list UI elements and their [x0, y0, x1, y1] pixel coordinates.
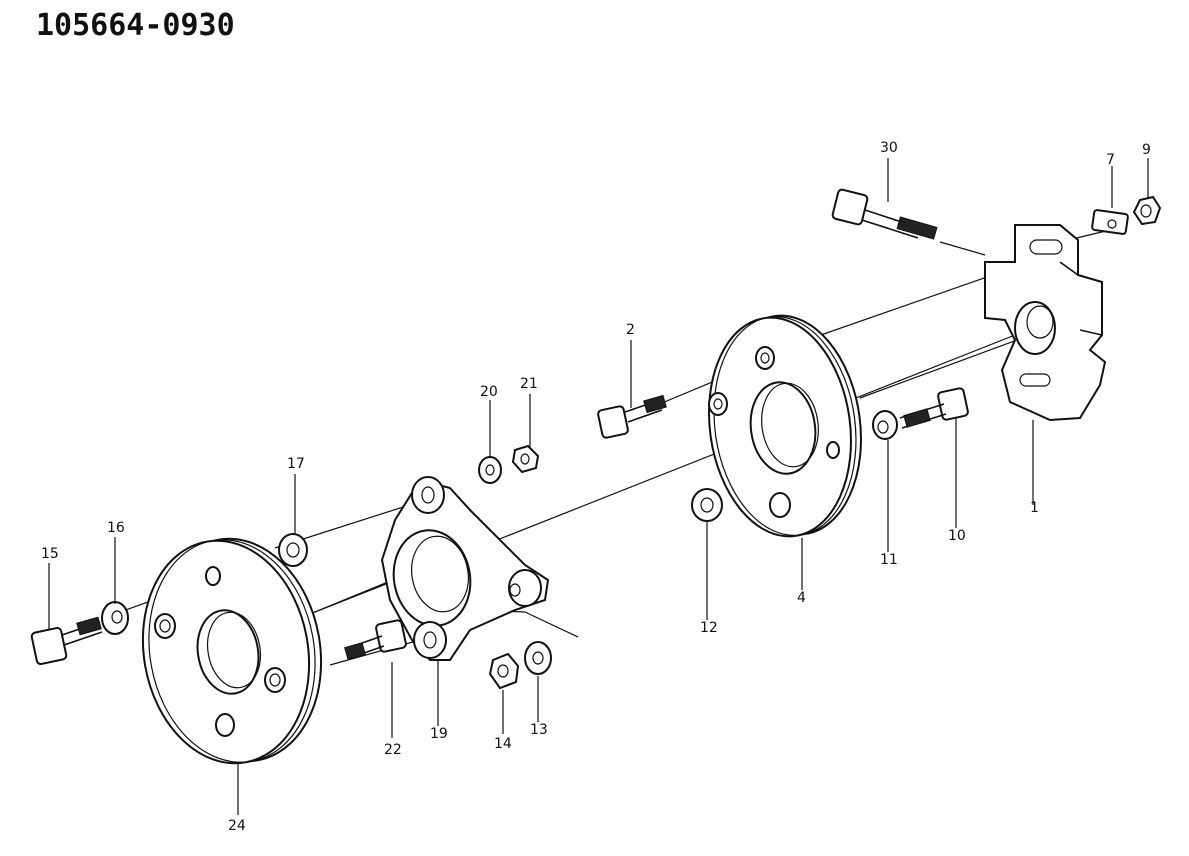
drawing-number: 105664-0930: [36, 8, 235, 43]
callout-labels: 30 7 9 2 21 20 17 16 15 22 19 14 13 12 4…: [41, 140, 1151, 834]
callout-15: 15: [41, 546, 59, 562]
callout-14: 14: [494, 736, 512, 752]
clamp-part-1: [984, 224, 1107, 422]
bolt-part-30: [831, 188, 938, 240]
flange-part-24: [141, 537, 323, 765]
washer-part-16: [101, 601, 129, 635]
callout-7: 7: [1106, 152, 1115, 168]
bolt-part-2: [597, 394, 667, 439]
callout-13: 13: [530, 722, 548, 738]
callout-10: 10: [948, 528, 966, 544]
callout-24: 24: [228, 818, 246, 834]
plate-part-7: [1091, 209, 1129, 235]
washer-part-17: [278, 533, 308, 567]
callout-16: 16: [107, 520, 125, 536]
bolt-part-10: [899, 387, 969, 429]
washer-part-12: [691, 488, 723, 522]
callout-12: 12: [700, 620, 718, 636]
callout-9: 9: [1142, 142, 1151, 158]
callout-19: 19: [430, 726, 448, 742]
callout-2: 2: [626, 322, 635, 338]
callout-20: 20: [480, 384, 498, 400]
washer-part-13: [524, 641, 552, 675]
flange-part-4: [708, 314, 862, 538]
nut-part-21: [511, 444, 540, 474]
washer-part-11: [872, 410, 898, 440]
hub-part-19: [380, 476, 550, 661]
callout-30: 30: [880, 140, 898, 156]
washer-part-20: [478, 456, 502, 484]
stud-part-22: [344, 619, 407, 660]
callout-22: 22: [384, 742, 402, 758]
callout-1: 1: [1030, 500, 1039, 516]
bolt-part-15: [30, 616, 103, 666]
callout-11: 11: [880, 552, 898, 568]
leader-lines: [48, 158, 1149, 815]
callout-4: 4: [797, 590, 806, 606]
nut-part-9: [1132, 195, 1162, 226]
nut-part-14: [488, 652, 520, 690]
callout-21: 21: [520, 376, 538, 392]
callout-17: 17: [287, 456, 305, 472]
